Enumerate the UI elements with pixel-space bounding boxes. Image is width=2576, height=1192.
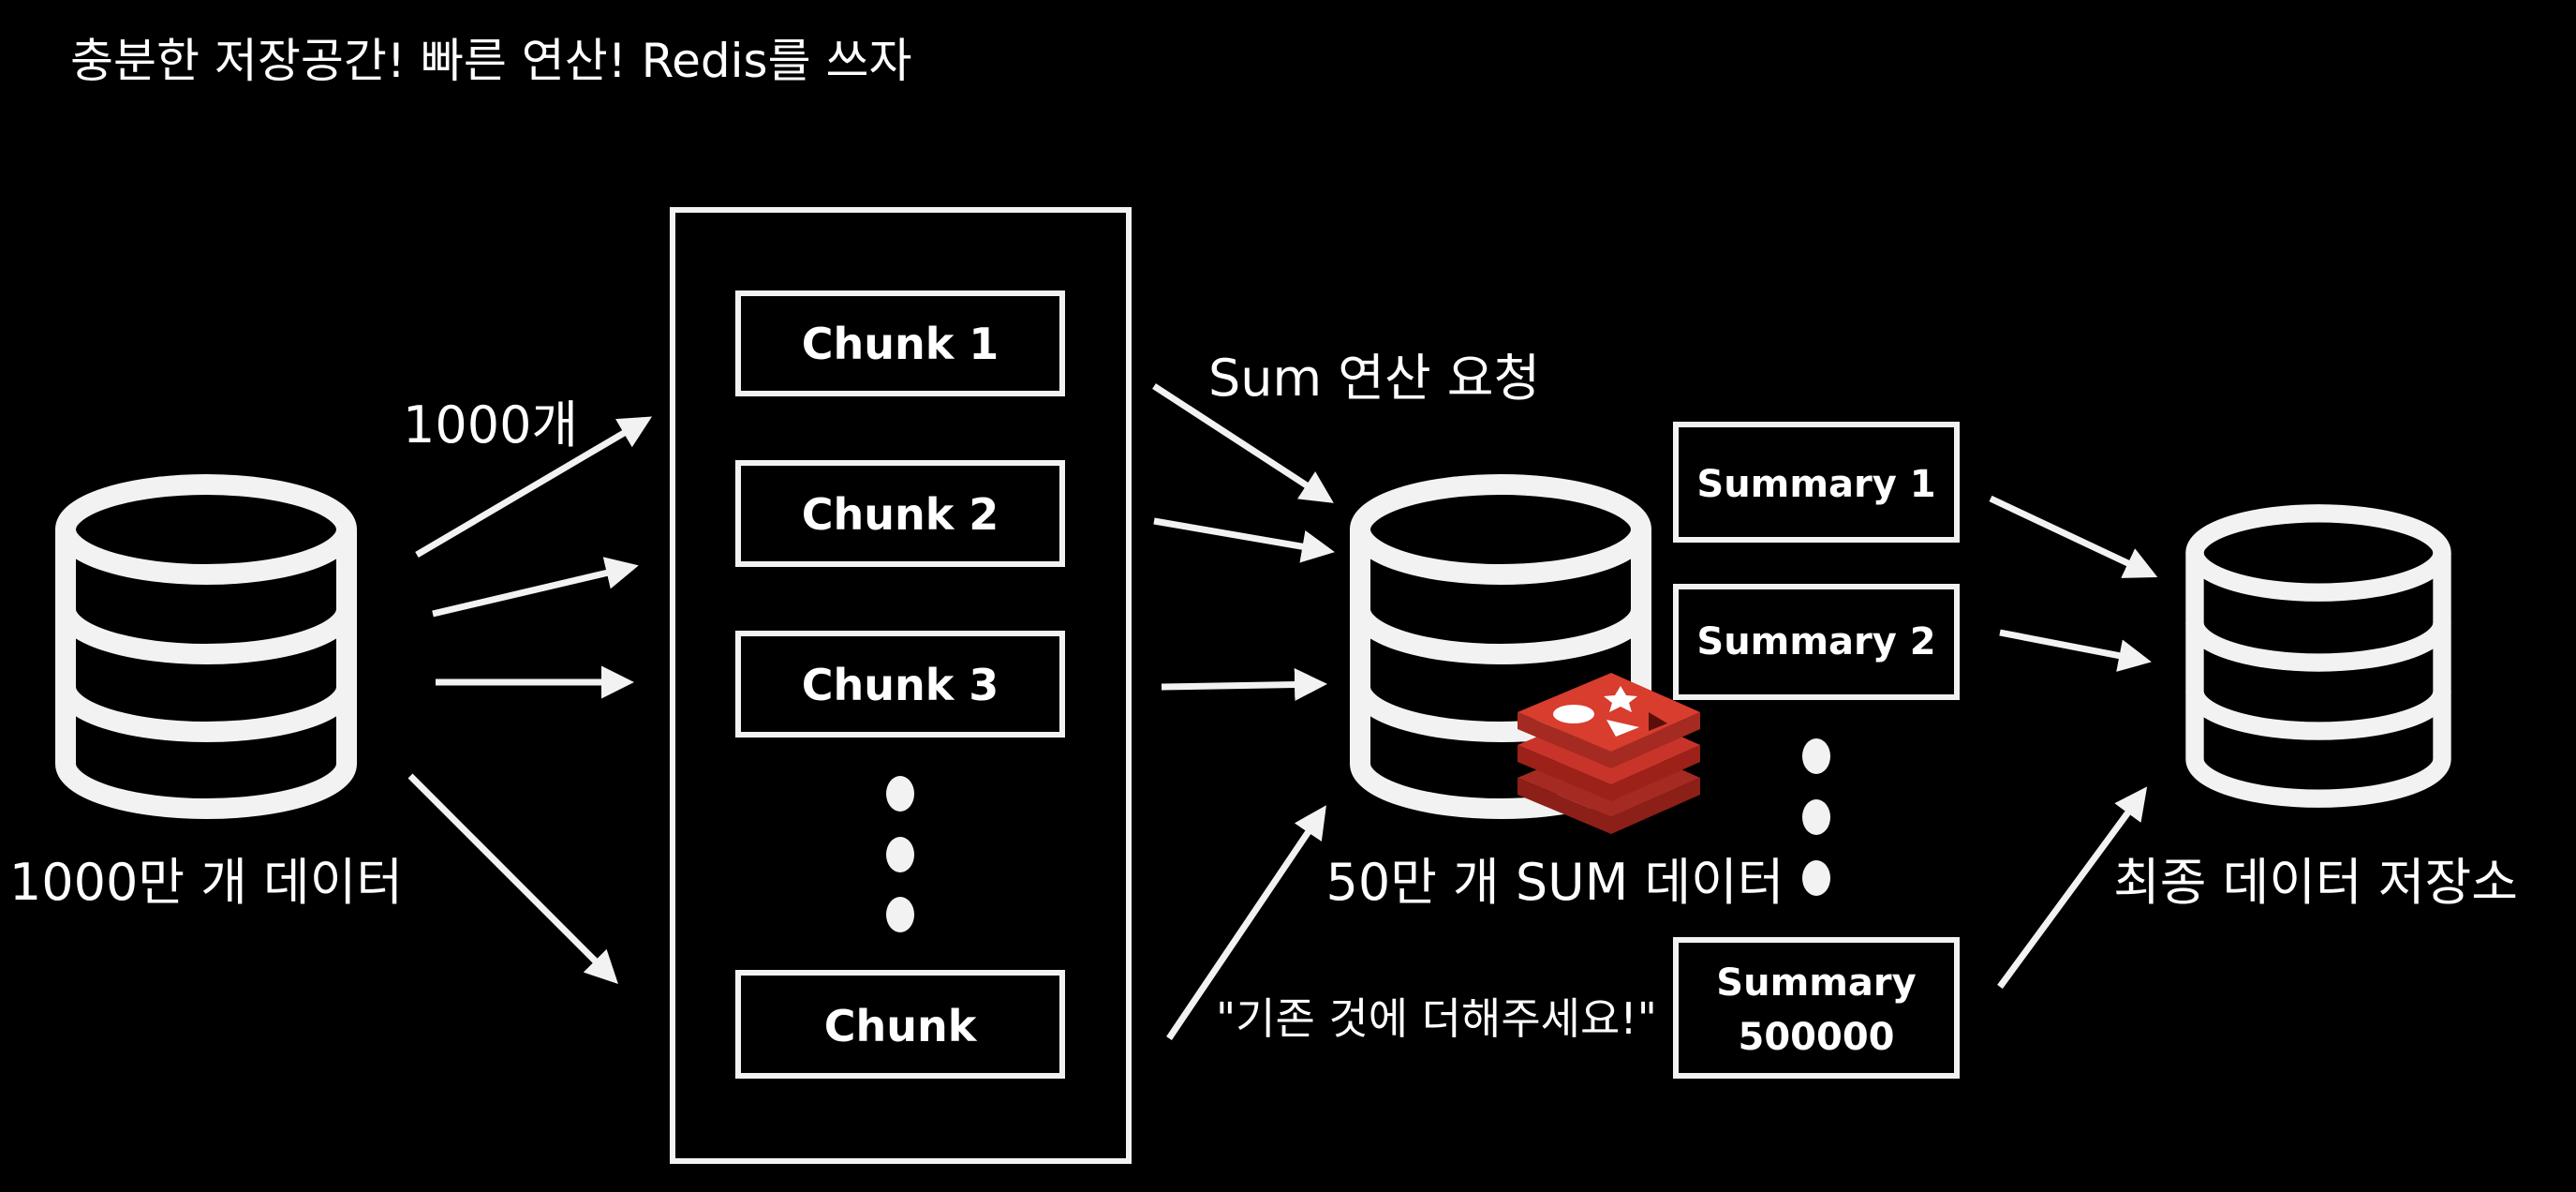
chunk-label-last: Chunk	[824, 1001, 978, 1051]
chunk-ellipsis	[886, 776, 914, 932]
arrow-chunk-3	[1161, 667, 1327, 701]
summary-box-1: Summary 1	[1673, 422, 1960, 543]
summary-label-1: Summary 1	[1696, 463, 1935, 506]
arrow-chunk-1	[1152, 383, 1334, 503]
chunk-label-2: Chunk 2	[802, 489, 999, 540]
summary-label-2: Summary 2	[1696, 620, 1935, 663]
slide-title: 충분한 저장공간! 빠른 연산! Redis를 쓰자	[70, 34, 912, 88]
source-database-label: 1000만 개 데이터	[9, 853, 403, 912]
final-database-icon	[2195, 514, 2442, 798]
arrow-source-2	[432, 557, 639, 618]
sum-request-label: Sum 연산 요청	[1208, 349, 1540, 408]
summary-label-last-line2: 500000	[1739, 1016, 1895, 1059]
source-to-chunks-arrows	[407, 416, 653, 984]
summaries-to-final-arrows	[1989, 495, 2158, 990]
chunks-to-redis-arrows	[1152, 383, 1335, 1040]
chunk-label-1: Chunk 1	[802, 319, 999, 369]
arrow-source-4	[407, 773, 618, 984]
chunk-box-last: Chunk	[735, 970, 1065, 1079]
arrow-summary-last	[1997, 786, 2148, 990]
redis-logo	[1517, 673, 1700, 834]
chunk-box-3: Chunk 3	[735, 631, 1065, 738]
arrow-summary-2	[1999, 629, 2152, 672]
final-database-label: 최종 데이터 저장소	[2113, 853, 2518, 912]
chunk-container	[670, 207, 1132, 1164]
add-request-label: "기존 것에 더해주세요!"	[1216, 993, 1657, 1044]
summary-label-last-line1: Summary	[1716, 961, 1916, 1005]
split-size-label: 1000개	[403, 395, 578, 454]
chunk-box-1: Chunk 1	[735, 291, 1065, 396]
arrow-summary-1	[1989, 495, 2158, 578]
arrow-chunk-last	[1166, 805, 1326, 1040]
source-database-icon	[66, 484, 347, 809]
chunk-label-3: Chunk 3	[802, 660, 999, 710]
arrow-chunk-2	[1153, 517, 1335, 563]
redis-database-label: 50만 개 SUM 데이터	[1325, 853, 1784, 912]
summary-box-2: Summary 2	[1673, 584, 1960, 700]
summary-ellipsis	[1802, 738, 1830, 896]
arrow-source-1	[415, 416, 653, 559]
chunk-box-2: Chunk 2	[735, 460, 1065, 567]
summary-box-last: Summary 500000	[1673, 937, 1960, 1079]
